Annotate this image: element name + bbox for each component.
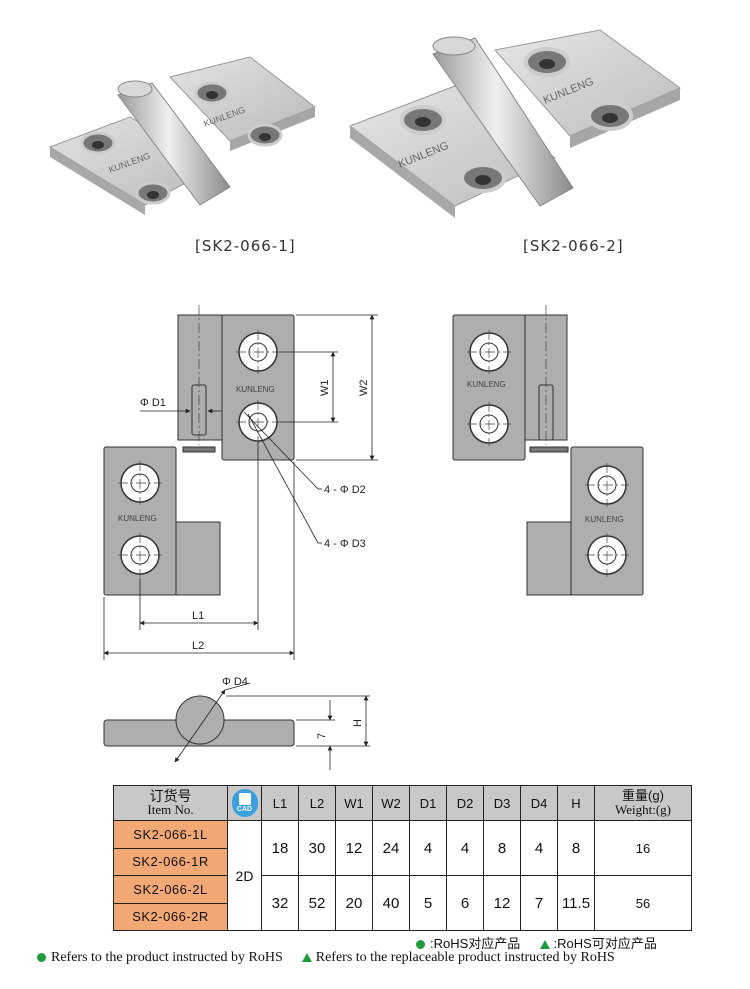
- legend-replace-en: Refers to the replaceable product instru…: [315, 950, 615, 965]
- item-cell: SK2-066-2L: [113, 875, 228, 904]
- value-cell: 7: [520, 875, 558, 931]
- label-l1: L1: [192, 610, 204, 622]
- product-photo-sk2-066-1: KUNLENG KUNLENG: [48, 56, 317, 215]
- replace-triangle-icon: [301, 953, 312, 963]
- header-item-no: 订货号 Item No.: [113, 785, 228, 821]
- value-cell: 4: [520, 820, 558, 876]
- value-cell: 18: [261, 820, 299, 876]
- header-d2: D2: [446, 785, 484, 821]
- header-d4: D4: [520, 785, 558, 821]
- legend-rohs-en: Refers to the product instructed by RoHS: [51, 950, 283, 965]
- value-cell: 4: [446, 820, 484, 876]
- value-cell: 32: [261, 875, 299, 931]
- label-w2: W2: [358, 380, 370, 397]
- legend-en: Refers to the product instructed by RoHS…: [37, 950, 615, 966]
- header-h: H: [557, 785, 595, 821]
- value-cell: 4: [409, 820, 447, 876]
- value-cell: 12: [483, 875, 521, 931]
- value-cell: 30: [298, 820, 336, 876]
- item-cell: SK2-066-2R: [113, 902, 228, 931]
- weight-cell: 56: [594, 875, 692, 931]
- brand-plate-lower: KUNLENG: [118, 514, 157, 523]
- header-weight-zh: 重量(g): [622, 788, 664, 803]
- cad-icon: CAD: [231, 789, 258, 817]
- header-item-en: Item No.: [147, 802, 194, 817]
- photo-caption-right: [SK2-066-2]: [523, 237, 624, 255]
- value-cell: 12: [335, 820, 373, 876]
- lower-leaf-knuckle: [175, 521, 221, 596]
- header-weight-en: Weight:(g): [615, 802, 671, 817]
- value-cell: 24: [372, 820, 410, 876]
- product-photo-sk2-066-2: KUNLENG KUNLENG: [348, 29, 682, 218]
- brand-plate-upper: KUNLENG: [236, 385, 275, 394]
- side-barrel: [175, 695, 225, 745]
- rohs-dot-icon: [37, 953, 46, 963]
- value-cell: 8: [483, 820, 521, 876]
- table-row: SK2-066-1L 2D 18 30 12 24 4 4 8 4 8 16: [113, 820, 692, 931]
- legend-zh: :RoHS对应产品 :RoHS可对应产品: [416, 933, 657, 952]
- gap-bar: [182, 446, 216, 453]
- value-cell: 20: [335, 875, 373, 931]
- brand-plate-r-upper: KUNLENG: [467, 380, 506, 389]
- header-w2: W2: [372, 785, 410, 821]
- label-d1: Φ D1: [140, 397, 166, 409]
- label-d3: 4 - Φ D3: [324, 538, 366, 550]
- label-h: H: [352, 719, 364, 727]
- brand-plate-r-lower: KUNLENG: [585, 515, 624, 524]
- item-cell: SK2-066-1L: [113, 820, 228, 849]
- header-cad: CAD: [227, 785, 262, 821]
- label-d2: 4 - Φ D2: [324, 484, 366, 496]
- value-cell: 11.5: [557, 875, 595, 931]
- rohs-dot-icon: [416, 940, 425, 950]
- spec-table: 订货号 Item No. CAD L1 L2 W1 W2 D1 D2 D3 D4…: [113, 785, 692, 931]
- item-cell: SK2-066-1R: [113, 847, 228, 876]
- header-w1: W1: [335, 785, 373, 821]
- header-weight: 重量(g) Weight:(g): [594, 785, 692, 821]
- photo-caption-left: [SK2-066-1]: [195, 237, 296, 255]
- table-row: SK2-066-2R: [113, 902, 692, 931]
- replace-triangle-icon: [539, 940, 550, 950]
- header-l1: L1: [261, 785, 299, 821]
- cad-value-cell: 2D: [227, 820, 262, 931]
- label-d4: Φ D4: [222, 676, 248, 688]
- header-item-zh: 订货号: [149, 788, 192, 804]
- value-cell: 6: [446, 875, 484, 931]
- value-cell: 5: [409, 875, 447, 931]
- value-cell: 8: [557, 820, 595, 876]
- weight-cell: 16: [594, 820, 692, 876]
- lower-knuckle-r: [526, 521, 572, 596]
- technical-drawing: KUNLENG KUNLENG KUNLENG KUNLENG: [103, 305, 644, 770]
- value-cell: 40: [372, 875, 410, 931]
- label-w1: W1: [319, 380, 331, 397]
- legend-replace-zh: :RoHS可对应产品: [553, 936, 657, 951]
- label-l2: L2: [192, 640, 204, 652]
- legend-rohs-zh: :RoHS对应产品: [430, 936, 521, 951]
- label-seven: 7: [316, 733, 328, 739]
- header-d1: D1: [409, 785, 447, 821]
- header-d3: D3: [483, 785, 521, 821]
- value-cell: 52: [298, 875, 336, 931]
- gap-bar-r: [529, 446, 569, 453]
- table-row: SK2-066-2L 32 52 20 40 5 6 12 7 11.5 56: [113, 875, 692, 931]
- header-l2: L2: [298, 785, 336, 821]
